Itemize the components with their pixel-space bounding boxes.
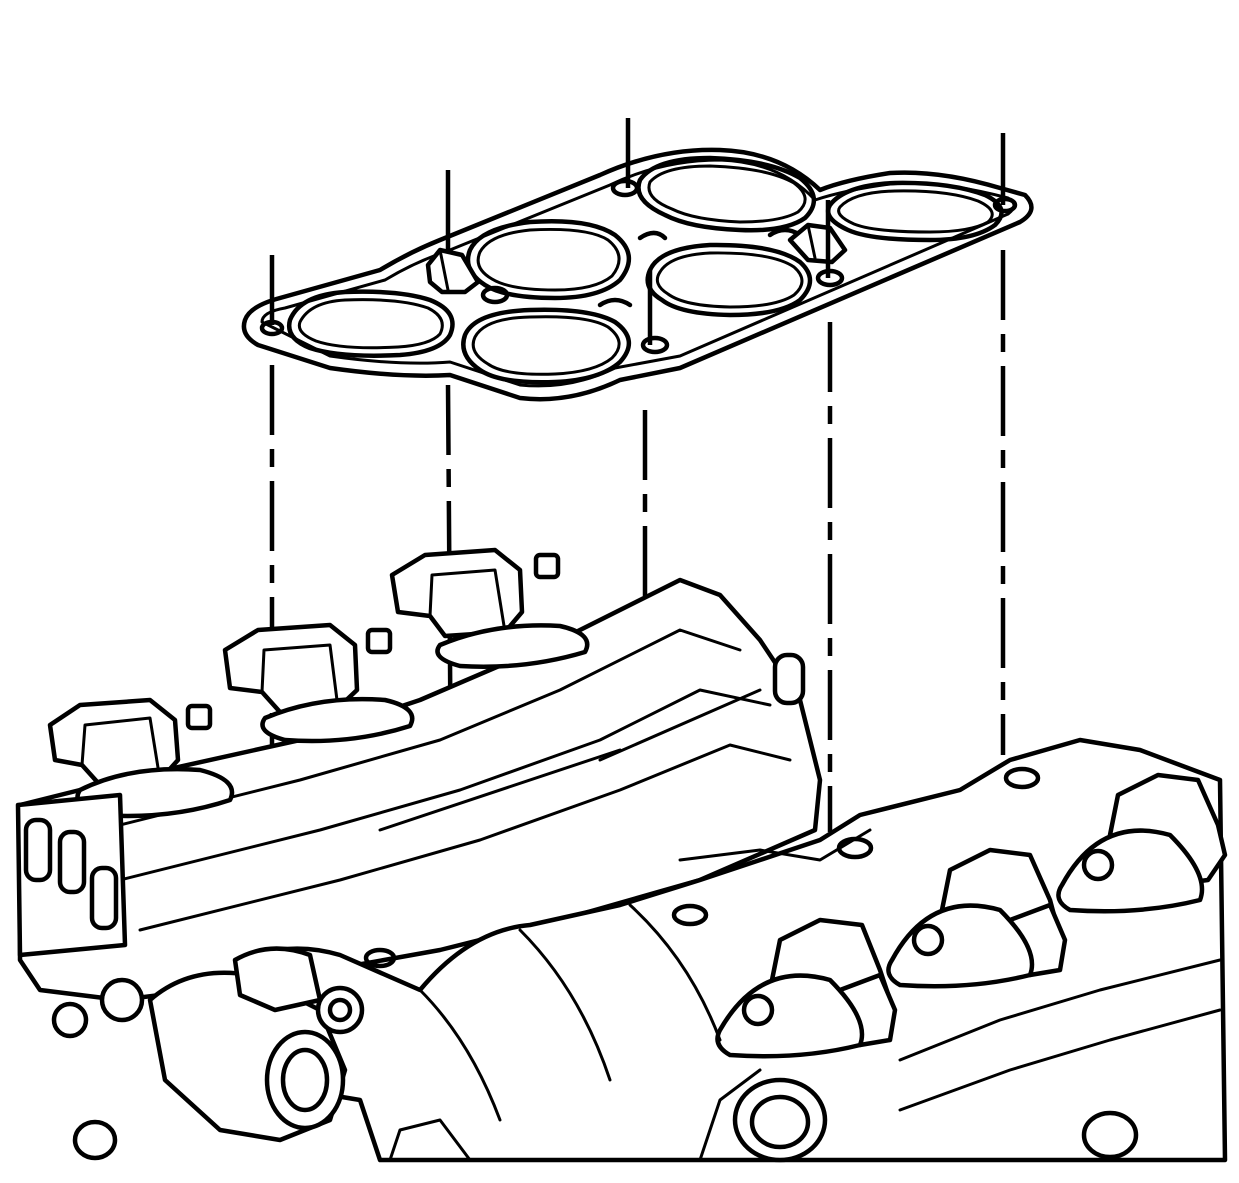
gasket-port-4-bead <box>647 164 807 224</box>
gasket-port-5-bead <box>655 251 804 309</box>
manifold-contour <box>698 1068 762 1162</box>
gasket-ports <box>286 155 1004 385</box>
left-valve-cover-ridge-3 <box>138 743 792 932</box>
gasket-locator-slot <box>637 230 668 241</box>
gasket-port-5 <box>645 242 813 318</box>
exhaust-port-1 <box>23 817 53 883</box>
gasket-bolt-hole <box>610 178 640 198</box>
ignition-coil-1-detail <box>80 716 162 782</box>
manifold-bolt-boss <box>363 947 397 969</box>
ignition-coil-1-bolt <box>185 703 213 731</box>
coolant-outlet-neck <box>264 1029 346 1131</box>
coolant-outlet-assembly <box>99 946 365 1143</box>
gasket-locator-slot <box>597 297 633 308</box>
manifold-contour <box>628 903 722 1042</box>
gasket-bolt-holes <box>259 178 1018 355</box>
head-cover-seam <box>598 688 762 762</box>
gasket-bolt-hole <box>480 285 510 305</box>
exhaust-port-3 <box>89 865 119 931</box>
ignition-coil-2-base <box>260 696 415 744</box>
ignition-coil-5-bolt <box>911 923 945 957</box>
manifold-bolt-boss <box>1003 766 1041 790</box>
ignition-coil-3-base <box>435 623 590 669</box>
ignition-coil-3-bolt <box>533 552 561 580</box>
manifold-bolt-boss <box>72 1119 118 1161</box>
manifold-bolt-boss <box>1081 1110 1139 1160</box>
right-ignition-coils <box>715 772 1228 1059</box>
manifold-contour <box>518 928 612 1082</box>
ignition-coil-4-bolt <box>741 993 775 1027</box>
manifold-contour <box>388 1118 472 1162</box>
gasket-port-6-bead <box>837 189 994 234</box>
manifold-contour <box>678 828 872 862</box>
locating-dowel-left-edge <box>438 248 450 292</box>
ignition-coil-6-bolt <box>1081 848 1115 882</box>
gasket-port-3-bead <box>471 315 621 376</box>
head-cover-seam <box>378 748 622 832</box>
fitting-left <box>99 977 145 1023</box>
manifold-port-inner <box>749 1094 811 1150</box>
manifold-contour <box>898 1008 1222 1112</box>
manifold-contour <box>418 988 502 1122</box>
coolant-outlet-opening <box>280 1047 330 1113</box>
left-valve-cover-ridge-2 <box>118 688 772 882</box>
left-valve-cover-ridge <box>98 628 742 832</box>
manifold-contour <box>898 958 1222 1062</box>
gasket-port-1-bead <box>297 298 444 350</box>
gasket-port-3 <box>461 307 631 385</box>
gasket-locating-dowels <box>425 222 848 295</box>
left-head-end-face <box>15 792 128 958</box>
exhaust-port-2 <box>57 829 87 895</box>
ignition-coil-2-bolt <box>365 627 393 655</box>
gasket-port-6 <box>825 180 1004 243</box>
locating-dowel-right-edge <box>806 223 817 260</box>
gasket-port-2-bead <box>476 227 621 292</box>
fitting-right-inner <box>327 997 353 1023</box>
locating-dowel-left <box>425 247 481 295</box>
thermostat-housing <box>232 946 323 1013</box>
manifold-bolt-boss <box>51 1001 89 1039</box>
gasket-port-2 <box>465 218 631 301</box>
gasket-port-1 <box>286 289 455 358</box>
gasket-outer-outline <box>241 147 1034 402</box>
ignition-coil-2-detail <box>260 643 340 710</box>
fitting-right <box>315 985 365 1035</box>
head-cover-tab <box>772 652 806 706</box>
manifold-bolt-boss <box>671 903 709 927</box>
cylinder-head-end <box>15 792 128 958</box>
manifold-port-opening <box>732 1077 828 1163</box>
gasket-bolt-hole <box>640 335 670 355</box>
ignition-coil-3-detail <box>428 568 507 634</box>
intake-manifold-gasket <box>241 147 1034 402</box>
engine-assembly <box>15 547 1228 1163</box>
manifold-bolt-boss <box>836 836 874 860</box>
left-ignition-coils <box>47 547 590 819</box>
gasket-port-4 <box>636 155 816 233</box>
manifold-contours <box>51 652 1222 1162</box>
